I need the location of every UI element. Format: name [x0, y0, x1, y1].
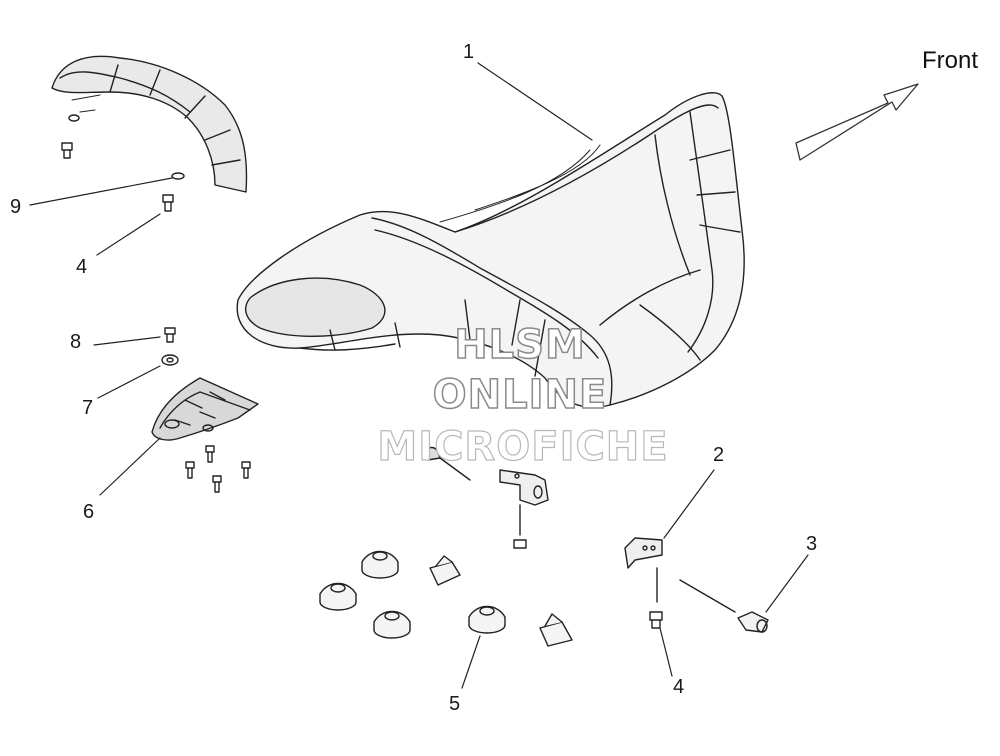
front-arrow	[795, 83, 919, 161]
callout-4-top: 4	[76, 256, 88, 278]
side-bracket-part	[624, 537, 663, 629]
leader-lines	[29, 62, 809, 689]
watermark-line-2: ONLINE	[432, 371, 608, 419]
mounting-plate-part	[151, 377, 259, 441]
callout-7: 7	[82, 397, 94, 419]
callout-6: 6	[83, 501, 95, 523]
plate-screws	[161, 327, 251, 493]
callout-5: 5	[449, 693, 461, 715]
rear-trim-part	[51, 55, 248, 193]
watermark-line-3: MICROFICHE	[377, 423, 669, 470]
callout-1: 1	[463, 41, 475, 63]
callout-9: 9	[10, 196, 22, 218]
trim-screws	[61, 114, 185, 212]
callout-8: 8	[70, 331, 82, 353]
center-bracket-part	[424, 446, 549, 549]
bolt-part	[679, 579, 769, 633]
callout-3: 3	[806, 533, 818, 555]
callout-2: 2	[713, 444, 725, 466]
seat-part	[236, 92, 745, 409]
front-direction-label: Front	[922, 47, 979, 74]
callout-4-bottom: 4	[673, 676, 685, 698]
watermark-line-1: HLSM	[453, 321, 586, 369]
grommets-part	[319, 550, 573, 647]
